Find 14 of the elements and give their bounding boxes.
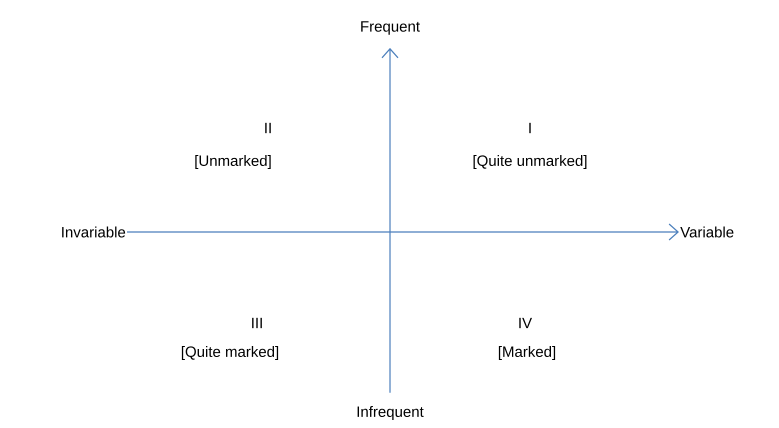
quadrant-label: [Quite marked] [182,346,278,360]
axis-label: Frequent [361,21,420,35]
quadrant-label: [Marked] [498,346,556,360]
axis-label: Variable [680,226,734,238]
quadrant-label: [Quite unmarked] [474,155,586,169]
axis-label: Invariable [62,226,126,238]
quadrant-label: [Unmarked] [195,155,271,169]
arrow [127,224,679,240]
quadrant-number: III [252,318,262,328]
axis-label: Infrequent [358,406,424,420]
quadrant-number: II [265,122,271,134]
quadrant-number: IV [519,318,532,328]
arrow [382,48,398,393]
quadrant-number: I [529,122,531,134]
